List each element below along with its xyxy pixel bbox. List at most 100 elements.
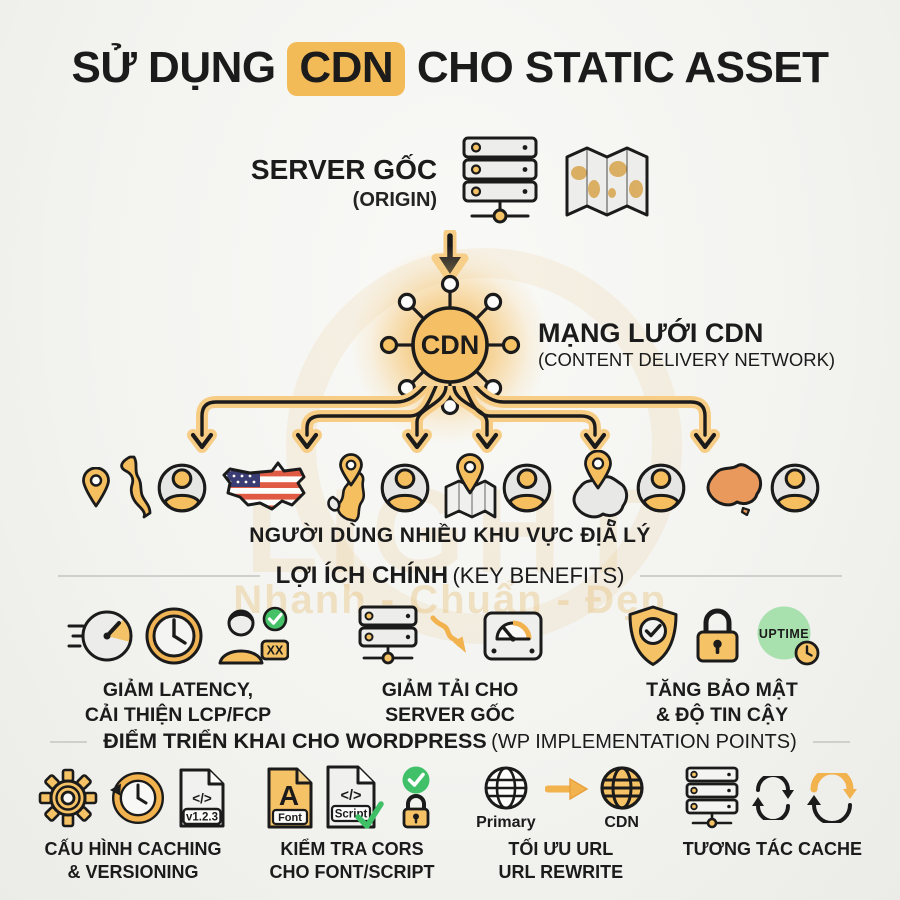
- benefit-caption-line: TĂNG BẢO MẬT: [646, 679, 798, 701]
- check-lock-icon: [393, 765, 439, 831]
- vietnam-map-icon: [116, 455, 152, 521]
- user-avatar-icon: [770, 459, 820, 517]
- cdn-label-sub: (CONTENT DELIVERY NETWORK): [538, 349, 836, 371]
- version-file-icon: </> v1.2.3: [176, 767, 228, 829]
- server-stack-icon: [683, 766, 741, 830]
- australia-map-icon: [699, 460, 765, 516]
- url-rewrite-arrow-icon: [544, 776, 589, 802]
- benefit-security: UPTIME TĂNG BẢO MẬT & ĐỘ TIN CẬY: [596, 601, 848, 727]
- wp-caption-line: URL REWRITE: [498, 861, 624, 882]
- refresh-cache-icon: [805, 773, 861, 823]
- wp-caption-line: & VERSIONING: [67, 861, 199, 882]
- world-map-icon: [563, 141, 649, 225]
- benefits-heading-en: (KEY BENEFITS): [452, 563, 625, 588]
- uk-map-pin-icon: [321, 453, 375, 523]
- benefit-caption-line: CẢI THIỆN LCP/FCP: [84, 703, 272, 726]
- code-glyph: </>: [192, 791, 212, 806]
- padlock-icon: [692, 605, 744, 667]
- benefit-caption-line: GIẢM TẢI CHO: [381, 679, 519, 701]
- xx-badge-label: XX: [267, 644, 284, 658]
- destinations-row: [0, 450, 900, 526]
- cdn-network-icon: CDN: [373, 268, 527, 422]
- destination-region-map: [443, 453, 552, 523]
- australia-map-pin-icon: [565, 450, 631, 526]
- globe-primary-icon: [482, 764, 530, 812]
- gear-icon: [38, 768, 98, 828]
- user-check-icon: XX: [215, 605, 289, 667]
- destination-australia-orange: [699, 459, 820, 517]
- wp-item-url: Primary: [476, 763, 646, 883]
- wordpress-row: </> v1.2.3 CẤU HÌNH CACHING & VERSIONING…: [38, 763, 862, 883]
- benefits-header: LỢI ÍCH CHÍNH (KEY BENEFITS): [0, 562, 900, 590]
- origin-label: SERVER GỐC (ORIGIN): [250, 154, 438, 211]
- clock-icon: [143, 605, 205, 667]
- server-origin-icon: [457, 134, 543, 232]
- sync-icon: [750, 776, 796, 820]
- wp-caption-line: KIỂM TRA CORS: [280, 839, 424, 859]
- destination-usa: [220, 459, 308, 517]
- wordpress-heading: ĐIỂM TRIỂN KHAI CHO WORDPRESS: [103, 729, 487, 753]
- script-file-icon: </> Script: [324, 764, 384, 832]
- wp-caption-line: TỐI ƯU URL: [508, 839, 614, 859]
- font-badge: Font: [278, 812, 302, 824]
- origin-label-main: SERVER GỐC: [250, 154, 438, 186]
- title-pre: SỬ DỤNG: [71, 43, 276, 92]
- version-badge: v1.2.3: [186, 812, 218, 824]
- page-title: SỬ DỤNG CDN CHO STATIC ASSET: [0, 42, 900, 96]
- destination-australia-gray: [565, 450, 686, 526]
- wp-item-cache-interaction: TƯƠNG TÁC CACHE: [683, 763, 862, 883]
- wp-item-cors: A Font </> Script: [265, 763, 439, 883]
- benefits-row: XX GIẢM LATENCY, CẢI THIỆN LCP/FCP: [52, 601, 848, 727]
- destination-vietnam: [81, 455, 207, 521]
- code-glyph: </>: [341, 788, 362, 804]
- divider-line: [50, 740, 88, 743]
- uptime-label: UPTIME: [759, 627, 809, 641]
- user-avatar-icon: [157, 459, 207, 517]
- users-caption: NGƯỜI DÙNG NHIỀU KHU VỰC ĐỊA LÝ: [249, 524, 651, 547]
- wordpress-header: ĐIỂM TRIỂN KHAI CHO WORDPRESS (WP IMPLEM…: [0, 729, 900, 754]
- cdn-node-label: CDN: [421, 330, 480, 360]
- uptime-badge-icon: UPTIME: [754, 605, 820, 667]
- usa-map-icon: [220, 459, 308, 517]
- benefits-heading: LỢI ÍCH CHÍNH: [275, 562, 449, 589]
- user-avatar-icon: [636, 459, 686, 517]
- cdn-globe-block: CDN: [598, 764, 646, 832]
- shield-check-icon: [624, 604, 682, 668]
- divider-line: [58, 575, 260, 577]
- origin-section: SERVER GỐC (ORIGIN): [0, 134, 900, 232]
- wordpress-heading-en: (WP IMPLEMENTATION POINTS): [491, 731, 797, 753]
- cdn-label: MẠNG LƯỚI CDN (CONTENT DELIVERY NETWORK): [538, 318, 835, 371]
- globe-cdn-icon: [598, 764, 646, 812]
- wp-caption-line: CẤU HÌNH CACHING: [44, 839, 222, 859]
- wp-caption-line: TƯƠNG TÁC CACHE: [682, 839, 862, 859]
- location-pin-icon: [81, 467, 111, 509]
- primary-globe-block: Primary: [476, 764, 536, 832]
- benefit-caption-line: GIẢM LATENCY,: [102, 679, 254, 701]
- load-decrease-arrow-icon: [430, 615, 472, 657]
- user-avatar-icon: [380, 459, 430, 517]
- folded-map-pin-icon: [443, 453, 497, 523]
- divider-line: [812, 740, 850, 743]
- gauge-device-icon: [482, 607, 544, 665]
- font-file-icon: A Font: [265, 766, 315, 830]
- benefit-server-load: GIẢM TẢI CHO SERVER GỐC: [324, 601, 576, 727]
- history-clock-icon: [107, 768, 167, 828]
- benefit-caption-line: & ĐỘ TIN CẬY: [655, 703, 789, 726]
- destination-uk: [321, 453, 430, 523]
- cdn-globe-label: CDN: [604, 814, 639, 831]
- primary-globe-label: Primary: [476, 814, 536, 831]
- watermark-tagline: Nhanh - Chuẩn - Đẹp: [233, 578, 667, 622]
- divider-line: [640, 575, 843, 577]
- font-letter: A: [279, 780, 299, 811]
- cdn-label-main: MẠNG LƯỚI CDN: [538, 318, 764, 348]
- benefit-latency: XX GIẢM LATENCY, CẢI THIỆN LCP/FCP: [52, 601, 304, 727]
- title-highlight-cdn: CDN: [287, 42, 406, 96]
- user-avatar-icon: [502, 459, 552, 517]
- title-post: CHO STATIC ASSET: [416, 43, 829, 92]
- server-icon: [356, 604, 420, 668]
- wp-item-caching: </> v1.2.3 CẤU HÌNH CACHING & VERSIONING: [38, 763, 228, 883]
- origin-label-sub: (ORIGIN): [352, 188, 438, 211]
- benefit-caption-line: SERVER GỐC: [385, 703, 515, 726]
- speedometer-icon: [67, 606, 133, 666]
